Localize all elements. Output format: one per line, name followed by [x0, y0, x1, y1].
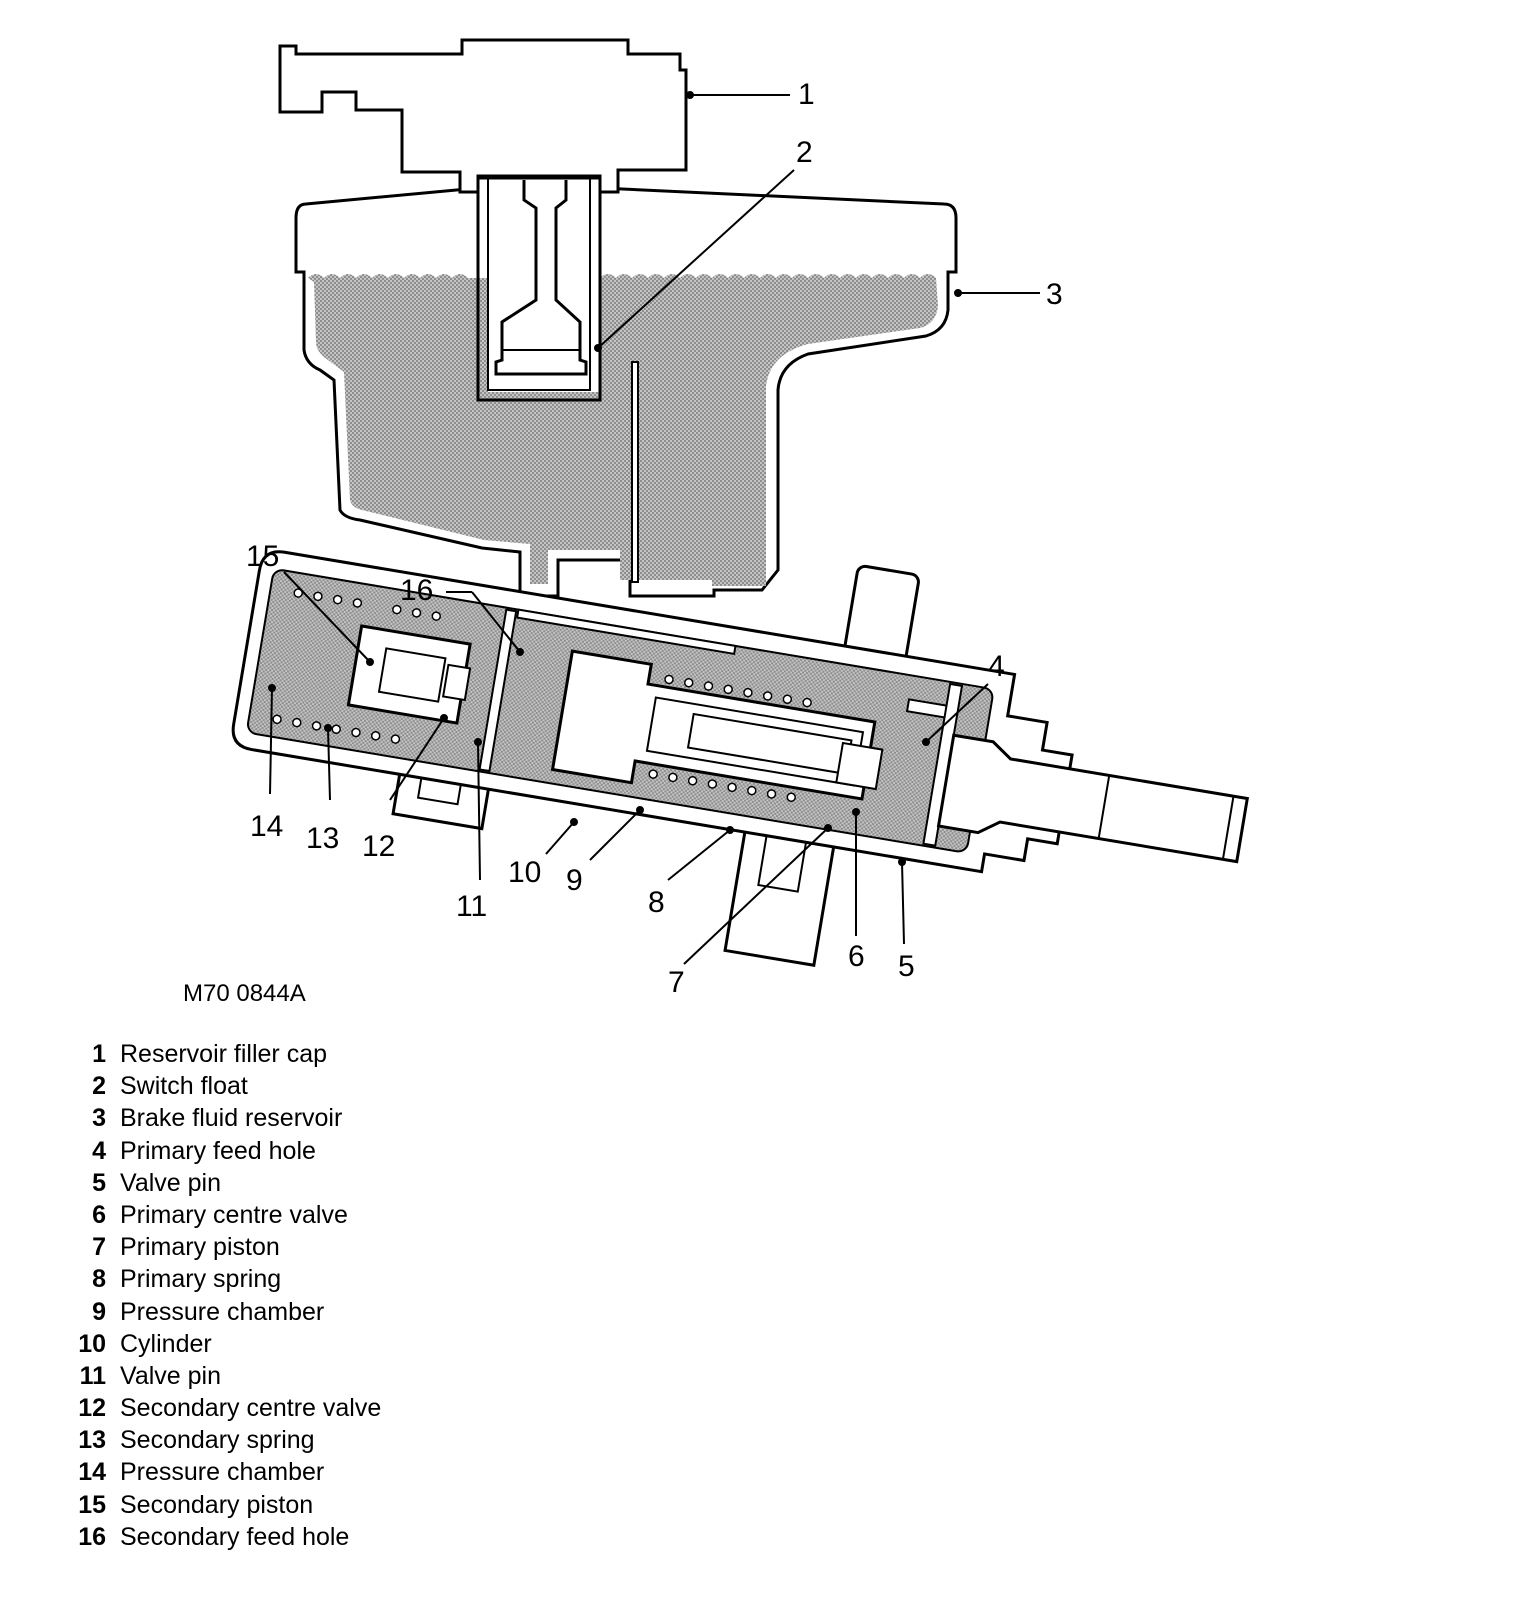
callout-13: 13 [306, 822, 339, 855]
legend-item: 11 Valve pin [70, 1360, 381, 1392]
reservoir-fluid [308, 274, 938, 586]
legend-number: 8 [92, 1265, 106, 1294]
callout-16: 16 [400, 574, 433, 607]
callout-labels: 1 2 3 4 5 6 7 8 9 10 11 12 13 14 15 16 [246, 78, 1063, 999]
legend-item: 12 Secondary centre valve [70, 1392, 381, 1424]
callout-5: 5 [898, 950, 915, 983]
callout-7: 7 [668, 966, 685, 999]
legend-number: 10 [78, 1329, 106, 1358]
primary-centre-valve [835, 741, 884, 791]
callout-9: 9 [566, 864, 583, 897]
legend-number: 9 [92, 1297, 106, 1326]
legend-text: Pressure chamber [120, 1297, 325, 1326]
legend-number: 12 [78, 1394, 106, 1423]
callout-6: 6 [848, 940, 865, 973]
legend-item: 7 Primary piston [70, 1231, 381, 1263]
legend-text: Secondary piston [120, 1490, 314, 1519]
legend-text: Primary centre valve [120, 1200, 348, 1229]
secondary-feed-hole [516, 608, 737, 656]
legend-text: Secondary feed hole [120, 1522, 350, 1551]
legend-item: 1 Reservoir filler cap [70, 1038, 381, 1070]
legend-item: 2 Switch float [70, 1070, 381, 1102]
legend-text: Valve pin [120, 1361, 221, 1390]
callout-15: 15 [246, 540, 279, 573]
legend-text: Reservoir filler cap [120, 1040, 328, 1068]
master-cylinder-diagram: 1 2 3 4 5 6 7 8 9 10 11 12 13 14 15 16 [231, 38, 1250, 999]
legend-item: 14 Pressure chamber [70, 1456, 381, 1488]
legend-text: Primary spring [120, 1265, 282, 1294]
legend-number: 11 [79, 1361, 106, 1390]
callout-12: 12 [362, 830, 395, 863]
push-rod [936, 733, 1250, 864]
legend-text: Secondary spring [120, 1426, 315, 1455]
callout-14: 14 [250, 810, 283, 843]
parts-legend: 1 Reservoir filler cap 2 Switch float 3 Bra… [70, 1038, 381, 1553]
legend-number: 2 [92, 1072, 106, 1101]
callout-1: 1 [798, 78, 815, 111]
leader-lines [268, 91, 1040, 965]
legend-item: 6 Primary centre valve [70, 1199, 381, 1231]
legend-text: Primary piston [120, 1233, 280, 1262]
valve-pin-secondary [478, 608, 518, 773]
callout-4: 4 [988, 650, 1005, 683]
reservoir-filler-cap [278, 38, 688, 194]
legend-text: Pressure chamber [120, 1458, 325, 1487]
legend-item: 3 Brake fluid reservoir [70, 1102, 381, 1134]
switch-float [494, 180, 588, 376]
legend-item: 5 Valve pin [70, 1167, 381, 1199]
secondary-centre-valve [377, 647, 447, 703]
legend-number: 4 [92, 1136, 106, 1165]
legend-number: 7 [92, 1233, 106, 1262]
callout-2: 2 [796, 136, 813, 169]
legend-number: 16 [78, 1522, 106, 1551]
legend-item: 8 Primary spring [70, 1263, 381, 1295]
legend-number: 14 [78, 1458, 106, 1487]
legend-item: 4 Primary feed hole [70, 1135, 381, 1167]
legend-number: 3 [92, 1104, 106, 1133]
legend-number: 15 [78, 1490, 106, 1519]
legend-number: 1 [92, 1040, 106, 1068]
callout-8: 8 [648, 886, 665, 919]
primary-spring [648, 674, 812, 802]
legend-item: 10 Cylinder [70, 1328, 381, 1360]
callout-11: 11 [456, 890, 487, 923]
callout-10: 10 [508, 856, 541, 889]
secondary-spring [272, 588, 442, 744]
legend-item: 13 Secondary spring [70, 1424, 381, 1456]
legend-text: Valve pin [120, 1168, 221, 1197]
cylinder-assembly [231, 550, 1250, 968]
callout-3: 3 [1046, 278, 1063, 311]
legend-number: 13 [78, 1426, 106, 1455]
legend-text: Cylinder [120, 1329, 212, 1358]
legend-item: 9 Pressure chamber [70, 1296, 381, 1328]
legend-item: 15 Secondary piston [70, 1489, 381, 1521]
legend-number: 5 [92, 1168, 106, 1197]
legend-text: Brake fluid reservoir [120, 1104, 343, 1133]
legend-text: Primary feed hole [120, 1136, 316, 1165]
figure-code: M70 0844A [183, 980, 306, 1007]
legend-text: Switch float [120, 1072, 248, 1101]
legend-text: Secondary centre valve [120, 1394, 382, 1423]
legend-number: 6 [92, 1200, 106, 1229]
legend-item: 16 Secondary feed hole [70, 1521, 381, 1553]
